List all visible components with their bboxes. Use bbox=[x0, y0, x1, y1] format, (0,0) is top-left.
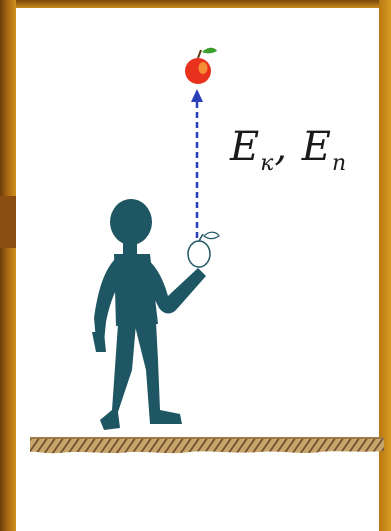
arrow-head bbox=[191, 89, 203, 102]
hand-apple-body bbox=[187, 240, 211, 268]
frame-left-border bbox=[0, 0, 16, 531]
walking-man-icon bbox=[92, 199, 206, 430]
man-back-leg bbox=[100, 324, 136, 430]
frame-left-notch bbox=[0, 196, 16, 248]
energy-label: Eк, Eп bbox=[230, 124, 347, 176]
man-left-hand bbox=[92, 332, 106, 352]
man-left-arm bbox=[94, 258, 122, 342]
potential-energy-subscript: п bbox=[331, 151, 348, 176]
man-right-arm bbox=[146, 260, 206, 314]
label-separator: , bbox=[274, 124, 302, 170]
kinetic-energy-symbol: E bbox=[230, 124, 261, 170]
man-head bbox=[110, 199, 152, 245]
apple-icon bbox=[185, 47, 217, 84]
man-front-leg bbox=[134, 322, 182, 424]
kinetic-energy-subscript: к bbox=[260, 151, 275, 176]
man-neck bbox=[123, 242, 137, 256]
apple-leaf bbox=[202, 47, 217, 54]
frame-top-border bbox=[0, 0, 391, 8]
ground bbox=[30, 437, 384, 454]
arrow-up-icon bbox=[191, 89, 203, 238]
apple-shine bbox=[198, 62, 208, 74]
apple-outline-icon bbox=[187, 231, 220, 268]
frame-right-border bbox=[379, 0, 391, 531]
hand-apple-leaf bbox=[203, 231, 220, 240]
ground-hatched-strip bbox=[30, 437, 384, 454]
apple-body bbox=[185, 58, 211, 84]
hand-apple-stem bbox=[198, 233, 204, 242]
potential-energy-symbol: E bbox=[301, 124, 332, 170]
apple-stem bbox=[197, 49, 202, 59]
